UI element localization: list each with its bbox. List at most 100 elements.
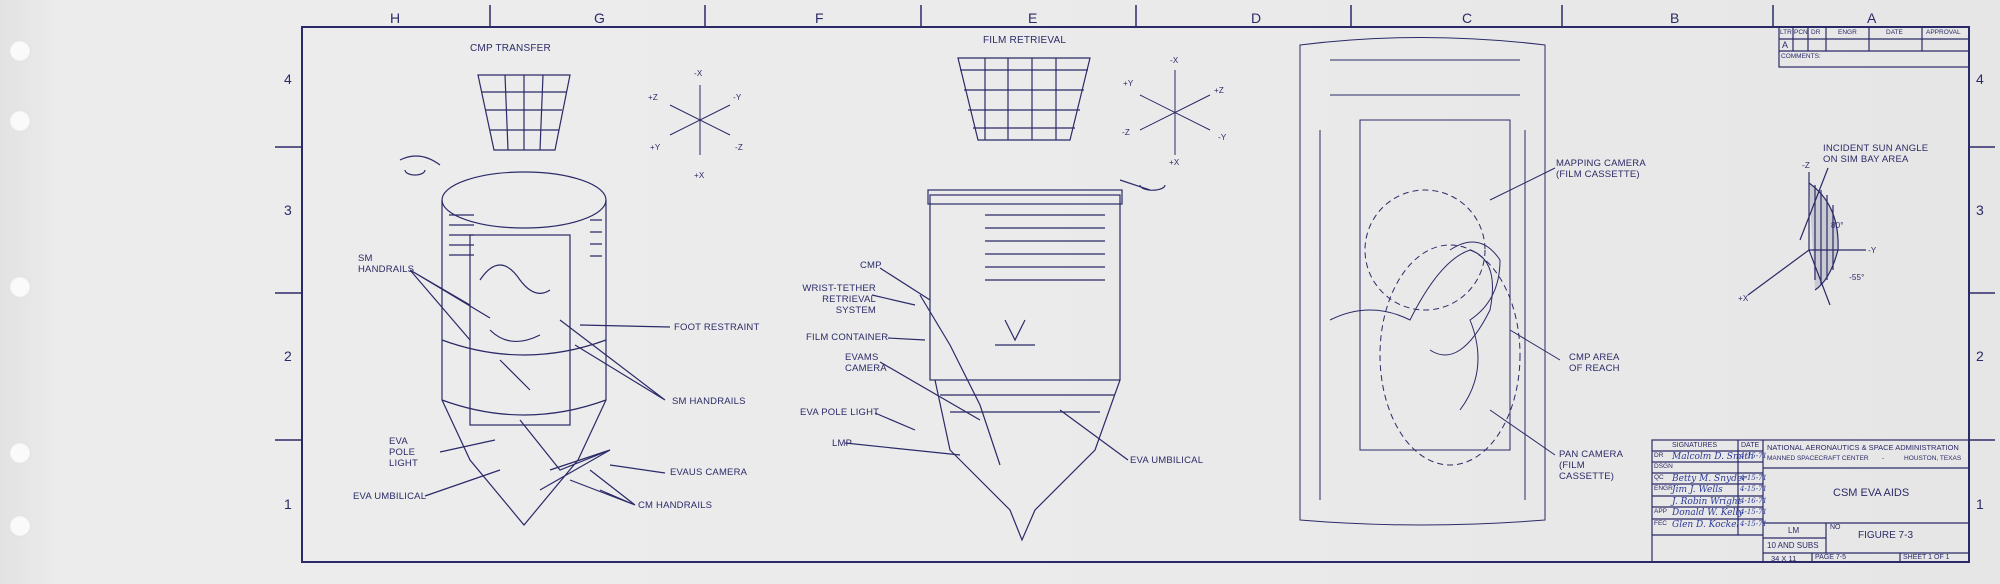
label-lmp: LMP [832, 438, 853, 449]
signature-name: Donald W. Kelly [1672, 508, 1744, 518]
label-pan-camera: PAN CAMERA (FILM CASSETTE) [1559, 449, 1623, 482]
vehicle: LM [1788, 526, 1800, 535]
punch-hole [9, 442, 31, 464]
zone-row-2: 2 [284, 348, 292, 364]
page-number: PAGE 7-5 [1815, 554, 1846, 561]
zone-row-3: 3 [284, 202, 292, 218]
rev-header-date: DATE [1886, 29, 1903, 36]
label-eva-pole-light: EVA POLE LIGHT [389, 436, 418, 469]
axis-label: +Z [648, 93, 658, 102]
zone-row-1-right: 1 [1976, 496, 1984, 512]
axis-label: -Z [1802, 161, 1810, 170]
signature-role: DSGN [1654, 463, 1673, 470]
zone-column-c: C [1462, 10, 1473, 26]
sun-angle-title: INCIDENT SUN ANGLE ON SIM BAY AREA [1823, 143, 1929, 165]
signature-date: 4-15-71 [1740, 508, 1767, 516]
signature-name: Jim J. Wells [1672, 485, 1723, 495]
sheet-number: SHEET 1 OF 1 [1903, 554, 1950, 561]
label-eva-umbilical-2: EVA UMBILICAL [1130, 455, 1204, 466]
zone-column-g: G [594, 10, 605, 26]
signature-role: APP [1654, 508, 1668, 515]
zone-column-b: B [1670, 10, 1680, 26]
rev-comments-label: COMMENTS: [1781, 53, 1821, 60]
signature-role: DR [1654, 452, 1664, 459]
axis-label: -Z [1122, 128, 1130, 137]
sim-bay-drawing [1299, 37, 1561, 526]
signature-role: FEC [1654, 520, 1667, 527]
axis-label: +X [1169, 158, 1180, 167]
zone-column-f: F [815, 10, 824, 26]
signature-date: 4-15-71 [1740, 452, 1767, 460]
label-mapping-camera: MAPPING CAMERA (FILM CASSETTE) [1556, 158, 1646, 180]
signature-date: 4-15-71 [1740, 485, 1767, 493]
film-retrieval-drawing [844, 57, 1166, 542]
no-label: NO [1830, 524, 1841, 531]
signature-role: ENGR. [1654, 485, 1675, 492]
axis-label: +Z [1214, 86, 1224, 95]
signature-name: Malcolm D. Smith [1672, 452, 1754, 462]
axis-label: +X [694, 171, 705, 180]
title-block-lines [1651, 439, 1970, 563]
signature-name: J. Robin Wright [1672, 497, 1742, 507]
zone-column-e: E [1028, 10, 1038, 26]
angle-label: -55° [1849, 273, 1865, 282]
date-header: DATE [1741, 442, 1760, 449]
zone-row-1: 1 [284, 496, 292, 512]
rev-header-pcn: PCN [1794, 29, 1808, 36]
axis-label: -Z [735, 143, 743, 152]
label-eva-pole-light-2: EVA POLE LIGHT [800, 407, 880, 418]
effectivity: 10 AND SUBS [1767, 541, 1819, 550]
label-cmp: CMP [860, 260, 882, 271]
revision-block [1778, 26, 1970, 68]
label-evams-camera: EVAMS CAMERA [845, 352, 887, 374]
view-title-film-retrieval: FILM RETRIEVAL [983, 35, 1067, 46]
axis-label: +Y [650, 143, 661, 152]
figure-number: FIGURE 7-3 [1858, 530, 1914, 541]
zone-ticks [275, 5, 1995, 441]
zone-column-h: H [390, 10, 401, 26]
axis-label: -Y [733, 93, 742, 102]
separator: - [1882, 455, 1885, 462]
axis-label: +Y [1123, 79, 1134, 88]
punch-hole [9, 276, 31, 298]
rev-letter: A [1782, 40, 1789, 50]
axis-label: +X [1738, 294, 1749, 303]
axis-label: -Y [1218, 133, 1227, 142]
zone-column-a: A [1867, 10, 1877, 26]
label-sm-handrails-2: SM HANDRAILS [672, 396, 746, 407]
rev-header-dr: DR [1811, 29, 1821, 36]
punch-hole [9, 515, 31, 537]
axis-triad-1 [669, 85, 731, 155]
signature-date: 4-15-71 [1740, 520, 1767, 528]
signature-role: QC [1654, 474, 1664, 481]
label-film-container: FILM CONTAINER [806, 332, 889, 343]
axis-label: -X [1170, 56, 1179, 65]
signature-name: Glen D. Kockel [1672, 520, 1740, 530]
sun-angle-drawing [1747, 167, 1866, 306]
view-title-cmp-transfer: CMP TRANSFER [470, 43, 551, 54]
rev-header-engr: ENGR [1838, 29, 1857, 36]
zone-row-4-right: 4 [1976, 71, 1984, 87]
zone-column-d: D [1251, 10, 1262, 26]
axis-label: -Y [1868, 246, 1877, 255]
sheet-size: 34 X 11 [1771, 554, 1797, 563]
drawing-title: CSM EVA AIDS [1833, 487, 1910, 499]
label-cmp-area-of-reach: CMP AREA OF REACH [1569, 352, 1620, 374]
signature-date: 4-16-71 [1740, 497, 1767, 505]
signature-name: Betty M. Snyder [1672, 474, 1747, 484]
agency-name: NATIONAL AERONAUTICS & SPACE ADMINISTRAT… [1767, 443, 1959, 452]
rev-header-approval: APPROVAL [1926, 29, 1961, 36]
axis-triad-2 [1139, 70, 1211, 155]
label-eva-umbilical: EVA UMBILICAL [353, 491, 427, 502]
label-cm-handrails: CM HANDRAILS [638, 500, 713, 511]
rev-header-ltr: LTR [1780, 29, 1792, 36]
label-sm-handrails: SM HANDRAILS [358, 253, 415, 275]
center-name: MANNED SPACECRAFT CENTER [1767, 455, 1869, 462]
location: HOUSTON, TEXAS [1904, 455, 1962, 462]
punch-hole [9, 110, 31, 132]
label-foot-restraint: FOOT RESTRAINT [674, 322, 760, 333]
zone-row-3-right: 3 [1976, 202, 1984, 218]
signatures-header: SIGNATURES [1672, 442, 1717, 449]
